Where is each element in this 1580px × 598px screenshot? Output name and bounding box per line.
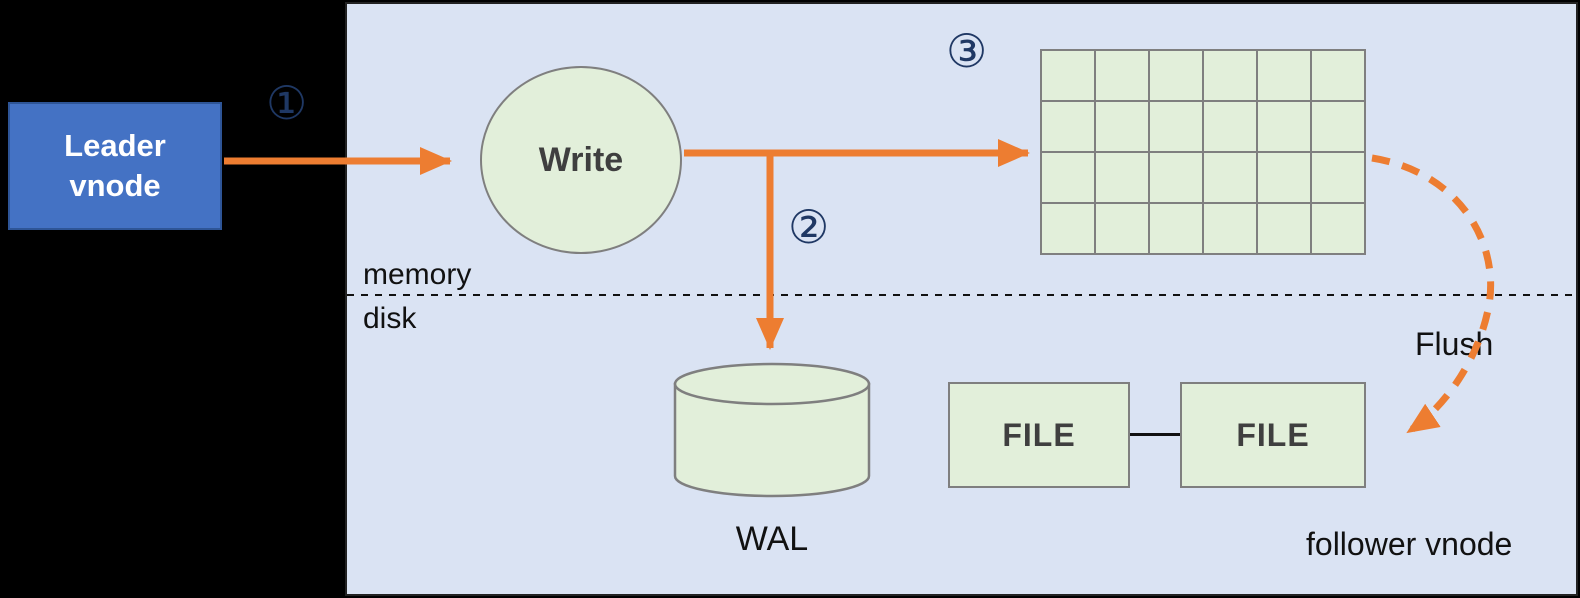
step-1-marker: ① xyxy=(266,76,308,130)
mem-table xyxy=(1040,49,1366,255)
table-cell xyxy=(1258,204,1310,253)
table-cell xyxy=(1042,204,1094,253)
table-cell xyxy=(1096,51,1148,100)
table-cell xyxy=(1204,204,1256,253)
table-cell xyxy=(1312,153,1364,202)
follower-vnode-label: follower vnode xyxy=(1306,526,1513,562)
write-label: Write xyxy=(538,140,624,179)
table-cell xyxy=(1204,153,1256,202)
table-cell xyxy=(1150,153,1202,202)
table-cell xyxy=(1042,153,1094,202)
leader-vnode-label: Leader vnode xyxy=(64,127,166,203)
table-cell xyxy=(1042,102,1094,151)
write-node: Write xyxy=(480,66,682,254)
step-3-marker: ③ xyxy=(946,24,988,78)
table-cell xyxy=(1096,153,1148,202)
table-cell xyxy=(1258,51,1310,100)
file-1-label: FILE xyxy=(1002,416,1076,453)
disk-label: disk xyxy=(363,302,417,335)
table-cell xyxy=(1042,51,1094,100)
table-cell xyxy=(1150,204,1202,253)
table-cell xyxy=(1312,51,1364,100)
table-cell xyxy=(1204,102,1256,151)
table-cell xyxy=(1312,102,1364,151)
table-cell xyxy=(1096,204,1148,253)
table-cell xyxy=(1312,204,1364,253)
flush-label: Flush xyxy=(1415,326,1494,362)
file-2-label: FILE xyxy=(1236,416,1310,453)
table-cell xyxy=(1096,102,1148,151)
memory-label: memory xyxy=(363,258,472,291)
wal-label: WAL xyxy=(735,520,809,558)
wal-cylinder-icon xyxy=(672,362,872,502)
table-cell xyxy=(1204,51,1256,100)
leader-vnode-box: Leader vnode xyxy=(8,102,222,230)
table-cell xyxy=(1150,51,1202,100)
table-cell xyxy=(1258,153,1310,202)
file-box-2: FILE xyxy=(1180,382,1366,488)
file-connector-line xyxy=(1130,433,1180,436)
table-cell xyxy=(1150,102,1202,151)
file-box-1: FILE xyxy=(948,382,1130,488)
table-cell xyxy=(1258,102,1310,151)
step-2-marker: ② xyxy=(788,200,830,254)
